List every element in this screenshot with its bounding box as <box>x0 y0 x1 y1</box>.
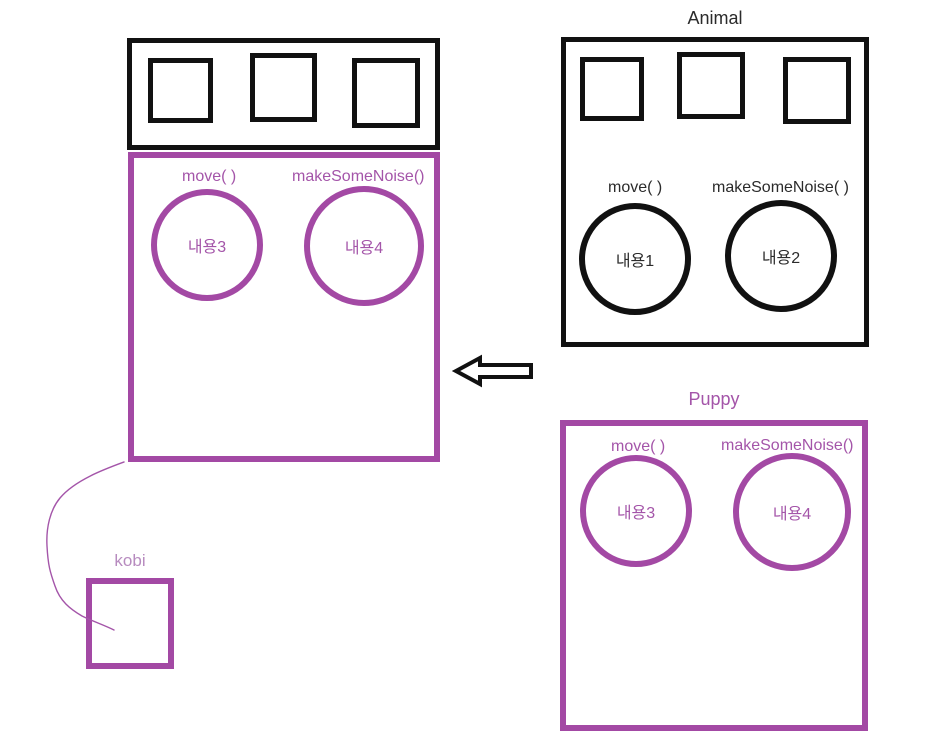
method-circle-makesomenoise: 내용4 <box>304 186 424 306</box>
method-circle-makesomenoise: 내용2 <box>725 200 837 312</box>
method-content: 내용3 <box>187 239 227 256</box>
kobi-instance-square <box>86 578 174 669</box>
method-circle-move: 내용3 <box>151 189 263 301</box>
method-circle-makesomenoise: 내용4 <box>733 453 851 571</box>
method-content: 내용1 <box>615 253 655 270</box>
method-label-move: move( ) <box>611 438 666 455</box>
instance-methods-box: move( ) makeSomeNoise() 내용3 내용4 <box>128 152 440 462</box>
method-label-move: move( ) <box>182 168 237 185</box>
method-label-makesomenoise: makeSomeNoise( ) <box>712 179 849 196</box>
field-slot-square <box>148 58 213 123</box>
field-slot-square <box>352 58 420 128</box>
instance-connector-line <box>46 461 125 631</box>
method-label-makesomenoise: makeSomeNoise() <box>721 437 854 454</box>
instance-fields-box <box>127 38 440 150</box>
method-content: 내용4 <box>772 506 812 523</box>
method-content: 내용3 <box>616 505 656 522</box>
method-circle-move: 내용1 <box>579 203 691 315</box>
left-arrow-icon <box>452 354 533 388</box>
method-content: 내용2 <box>761 250 801 267</box>
field-slot-square <box>783 57 851 124</box>
method-label-makesomenoise: makeSomeNoise() <box>292 168 425 185</box>
puppy-class-box: move( ) makeSomeNoise() 내용3 내용4 <box>560 420 868 731</box>
kobi-instance-label: kobi <box>114 551 146 570</box>
animal-class-title: Animal <box>687 8 743 28</box>
method-circle-move: 내용3 <box>580 455 692 567</box>
field-slot-square <box>677 52 745 119</box>
puppy-class-title: Puppy <box>688 389 740 409</box>
field-slot-square <box>250 53 317 122</box>
method-content: 내용4 <box>344 240 384 257</box>
animal-class-box: move( ) makeSomeNoise( ) 내용1 내용2 <box>561 37 869 347</box>
method-label-move: move( ) <box>608 179 663 196</box>
field-slot-square <box>580 57 644 121</box>
